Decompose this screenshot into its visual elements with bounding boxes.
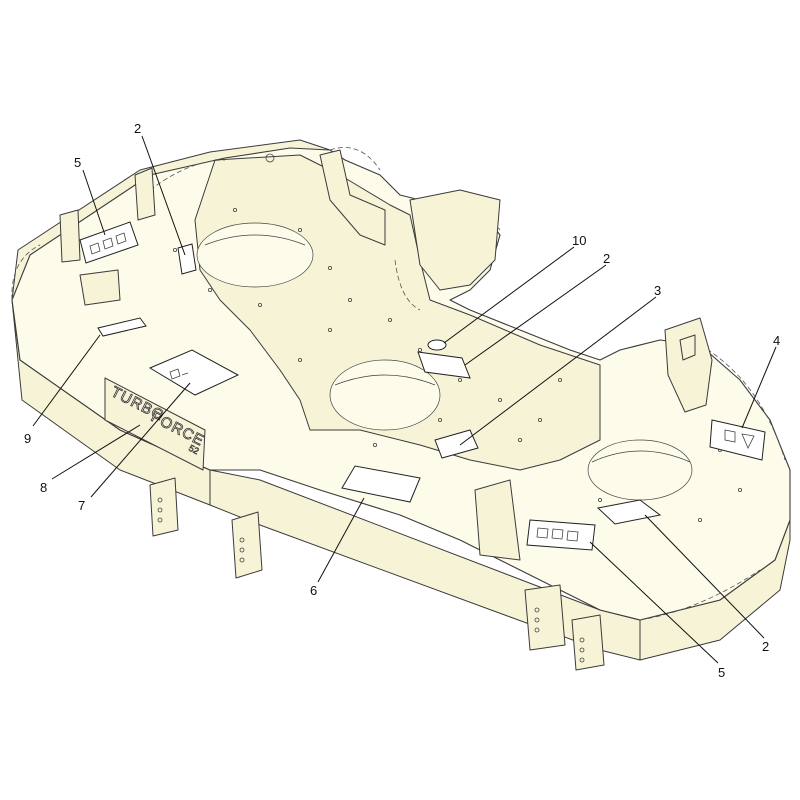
callout-5-left: 5 [74, 155, 81, 170]
callout-3: 3 [654, 283, 661, 298]
decal-9 [97, 317, 147, 337]
brand-model: 52 [187, 443, 200, 456]
decal-safety-left [79, 221, 139, 264]
decal-2-mid [417, 351, 471, 379]
leader-lines [32, 135, 777, 664]
callout-8: 8 [40, 480, 47, 495]
decals: TURBO FORCE 52 [79, 221, 766, 551]
decal-2-top [177, 243, 197, 275]
callout-9: 9 [24, 431, 31, 446]
decal-4 [709, 419, 766, 461]
decal-2-bottom [596, 499, 662, 525]
decal-7 [148, 349, 240, 396]
callout-2-mid: 2 [603, 251, 610, 266]
callout-10: 10 [572, 233, 586, 248]
callouts: 2 5 10 2 3 4 9 8 7 6 2 5 [24, 121, 780, 680]
callout-5-bottom: 5 [718, 665, 725, 680]
decal-3 [434, 429, 479, 459]
decal-6 [341, 465, 421, 503]
callout-2-top: 2 [134, 121, 141, 136]
callout-7: 7 [78, 498, 85, 513]
callout-6: 6 [310, 583, 317, 598]
decal-safety-bottom [526, 519, 596, 551]
decal-10 [427, 339, 447, 351]
callout-2-bottom: 2 [762, 639, 769, 654]
callout-4: 4 [773, 333, 780, 348]
mower-deck [11, 139, 791, 671]
